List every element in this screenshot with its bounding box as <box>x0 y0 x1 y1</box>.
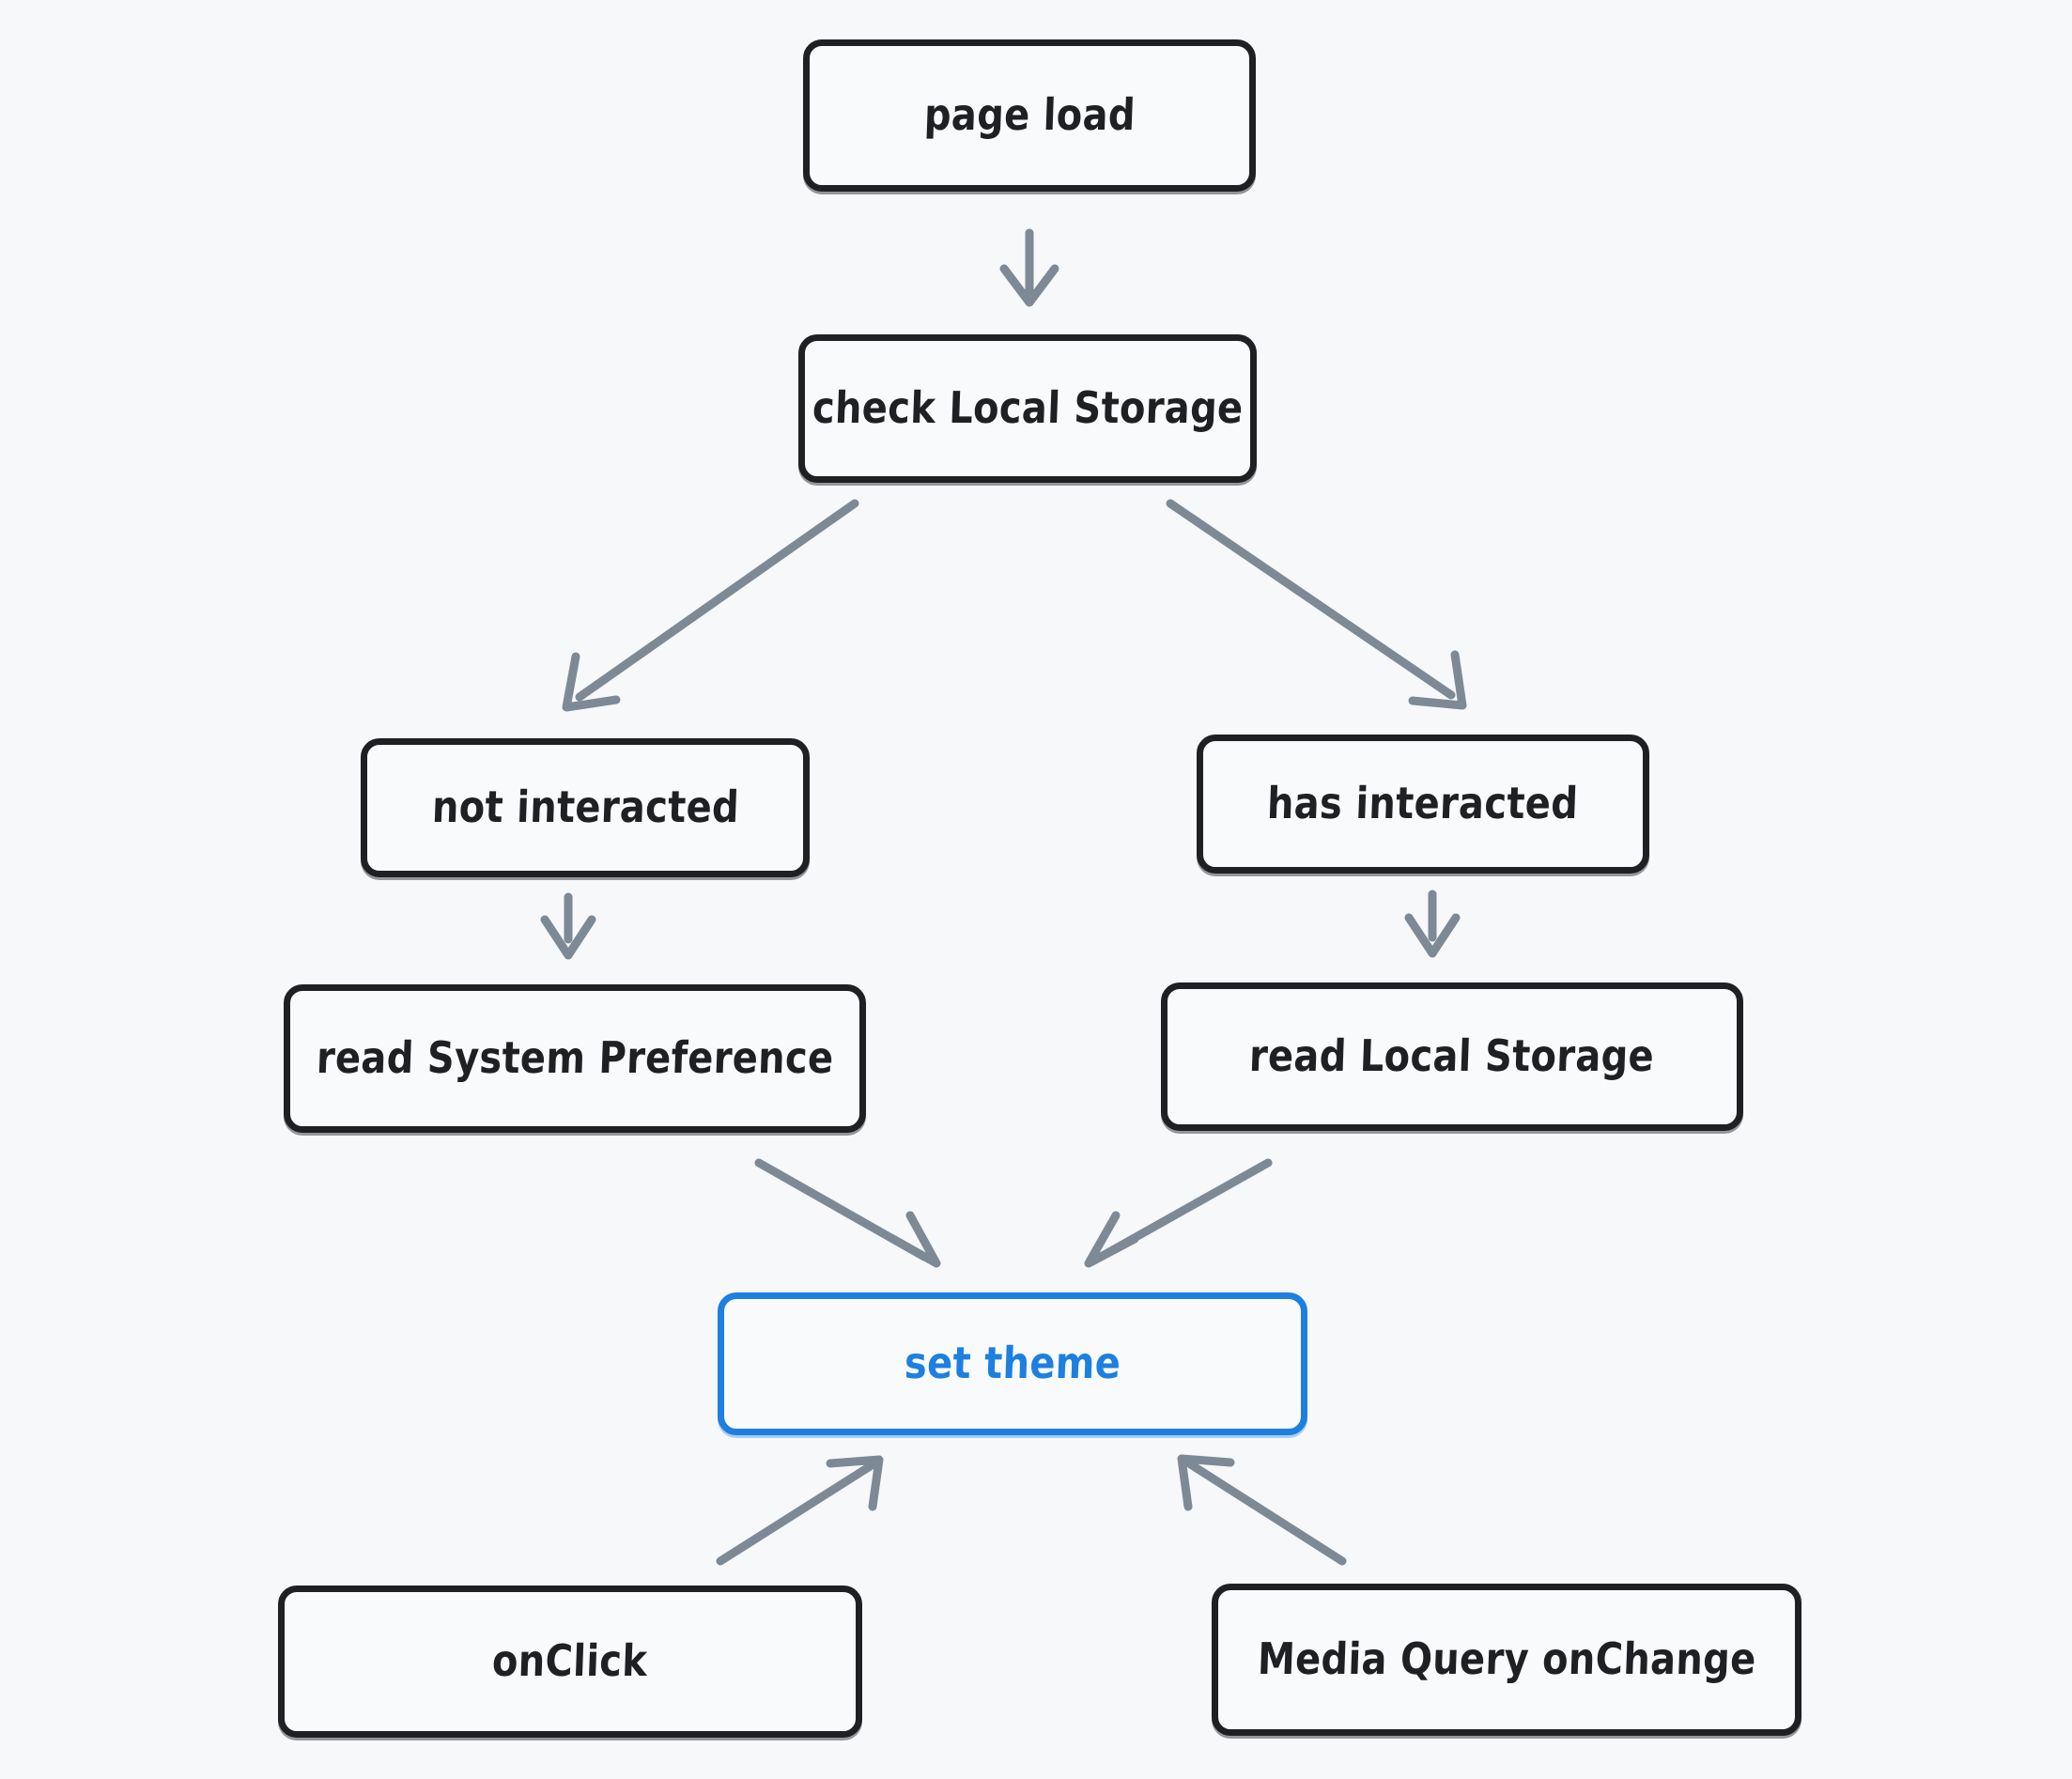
node-has-interacted[interactable]: has interacted <box>1197 735 1649 874</box>
node-read-system-preference-label: read System Preference <box>315 1033 835 1084</box>
node-page-load-label: page load <box>922 90 1137 141</box>
node-not-interacted[interactable]: not interacted <box>361 738 810 877</box>
node-read-system-preference[interactable]: read System Preference <box>284 984 866 1133</box>
edge-onclick-to-set-theme <box>716 1455 884 1566</box>
edge-page-load-to-check-local-storage <box>999 228 1059 307</box>
edge-read-system-pref-to-set-theme <box>754 1158 941 1268</box>
node-page-load[interactable]: page load <box>803 39 1256 192</box>
edge-media-query-to-set-theme <box>1177 1454 1347 1566</box>
node-media-query-onchange[interactable]: Media Query onChange <box>1212 1584 1801 1736</box>
node-has-interacted-label: has interacted <box>1266 779 1580 829</box>
node-check-local-storage[interactable]: check Local Storage <box>798 334 1257 483</box>
edge-check-local-storage-to-not-interacted <box>562 499 859 712</box>
node-check-local-storage-label: check Local Storage <box>811 383 1245 434</box>
edge-not-interacted-to-read-system-pref <box>540 892 596 960</box>
node-read-local-storage-label: read Local Storage <box>1248 1031 1656 1082</box>
edge-has-interacted-to-read-local-storage <box>1404 890 1461 958</box>
node-onclick-label: onClick <box>491 1636 649 1687</box>
edge-read-local-storage-to-set-theme <box>1084 1158 1273 1268</box>
node-set-theme-label: set theme <box>903 1338 1122 1389</box>
node-onclick[interactable]: onClick <box>278 1586 862 1738</box>
edge-check-local-storage-to-has-interacted <box>1166 499 1467 710</box>
node-set-theme[interactable]: set theme <box>718 1292 1307 1435</box>
node-not-interacted-label: not interacted <box>430 782 740 833</box>
node-read-local-storage[interactable]: read Local Storage <box>1161 982 1743 1131</box>
node-media-query-onchange-label: Media Query onChange <box>1256 1634 1757 1685</box>
